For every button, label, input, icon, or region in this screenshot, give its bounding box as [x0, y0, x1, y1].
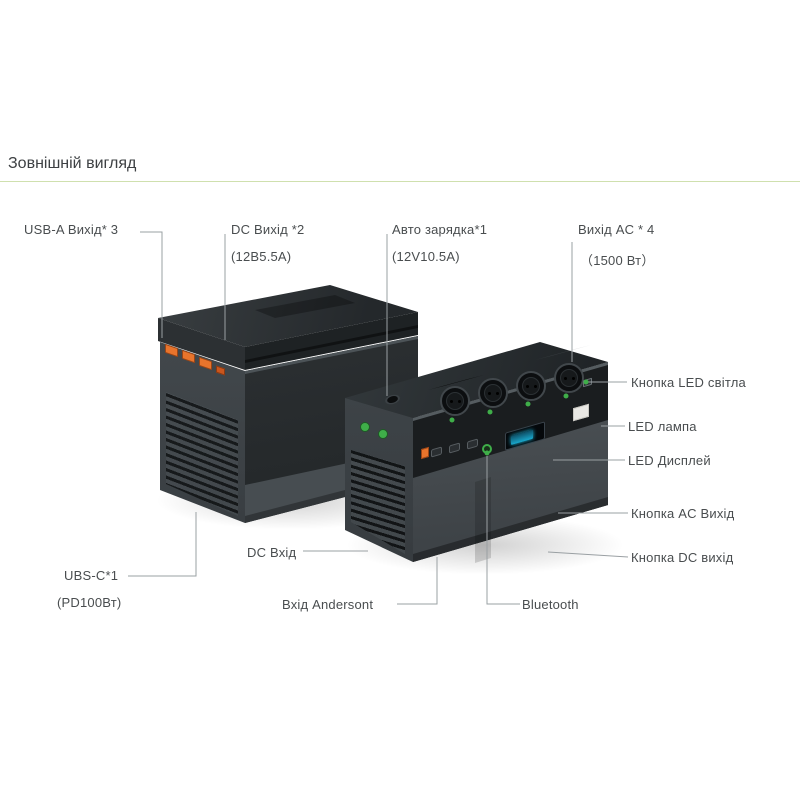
- ac-outlet: [440, 386, 470, 416]
- callout-dc-out-spec: (12В5.5А): [231, 249, 292, 264]
- dc-knob-green: [360, 422, 370, 432]
- callout-dc-button: Кнопка DC вихід: [631, 550, 734, 565]
- callout-car-spec: (12V10.5A): [392, 249, 460, 264]
- title-underline: [0, 181, 800, 182]
- device-front-view: [335, 330, 620, 580]
- ac-outlet-inner: [484, 384, 502, 402]
- callout-ac-out: Вихід AC * 4: [578, 222, 655, 237]
- callout-usb-c: UBS-C*1: [64, 568, 119, 583]
- callout-usb-c-spec: (PD100Вт): [57, 595, 122, 610]
- dc-knob-green: [378, 429, 388, 439]
- ac-outlet-pins: [564, 377, 567, 380]
- ac-outlet: [516, 371, 546, 401]
- ac-outlet: [554, 363, 584, 393]
- callout-led-display: LED Дисплей: [628, 453, 711, 468]
- callout-dc-in: DC Вхід: [247, 545, 297, 560]
- callout-ac-spec: （1500 Вт）: [580, 253, 655, 268]
- ac-outlet-pins: [488, 392, 491, 395]
- callout-ac-button: Кнопка AC Вихід: [631, 506, 735, 521]
- callout-usb-a: USB-A Вихід* 3: [24, 222, 119, 237]
- callout-led-lamp: LED лампа: [628, 419, 697, 434]
- callout-bluetooth: Bluetooth: [522, 597, 579, 612]
- callout-car-charge: Авто зарядка*1: [392, 222, 488, 237]
- ac-outlet-inner: [446, 392, 464, 410]
- display-glow: [511, 429, 533, 446]
- device-rear-view: [150, 280, 430, 540]
- ac-outlet-pins: [450, 400, 453, 403]
- callout-anderson: Вхід Andersont: [282, 597, 374, 612]
- ac-outlet: [478, 378, 508, 408]
- bluetooth-button: [482, 444, 492, 454]
- page-title: Зовнішній вигляд: [8, 155, 137, 172]
- ac-outlet-pins: [526, 385, 529, 388]
- callout-led-light: Кнопка LED світла: [631, 375, 746, 390]
- ac-outlet-inner: [522, 377, 540, 395]
- callout-dc-out: DC Вихід *2: [231, 222, 305, 237]
- ac-outlet-inner: [560, 369, 578, 387]
